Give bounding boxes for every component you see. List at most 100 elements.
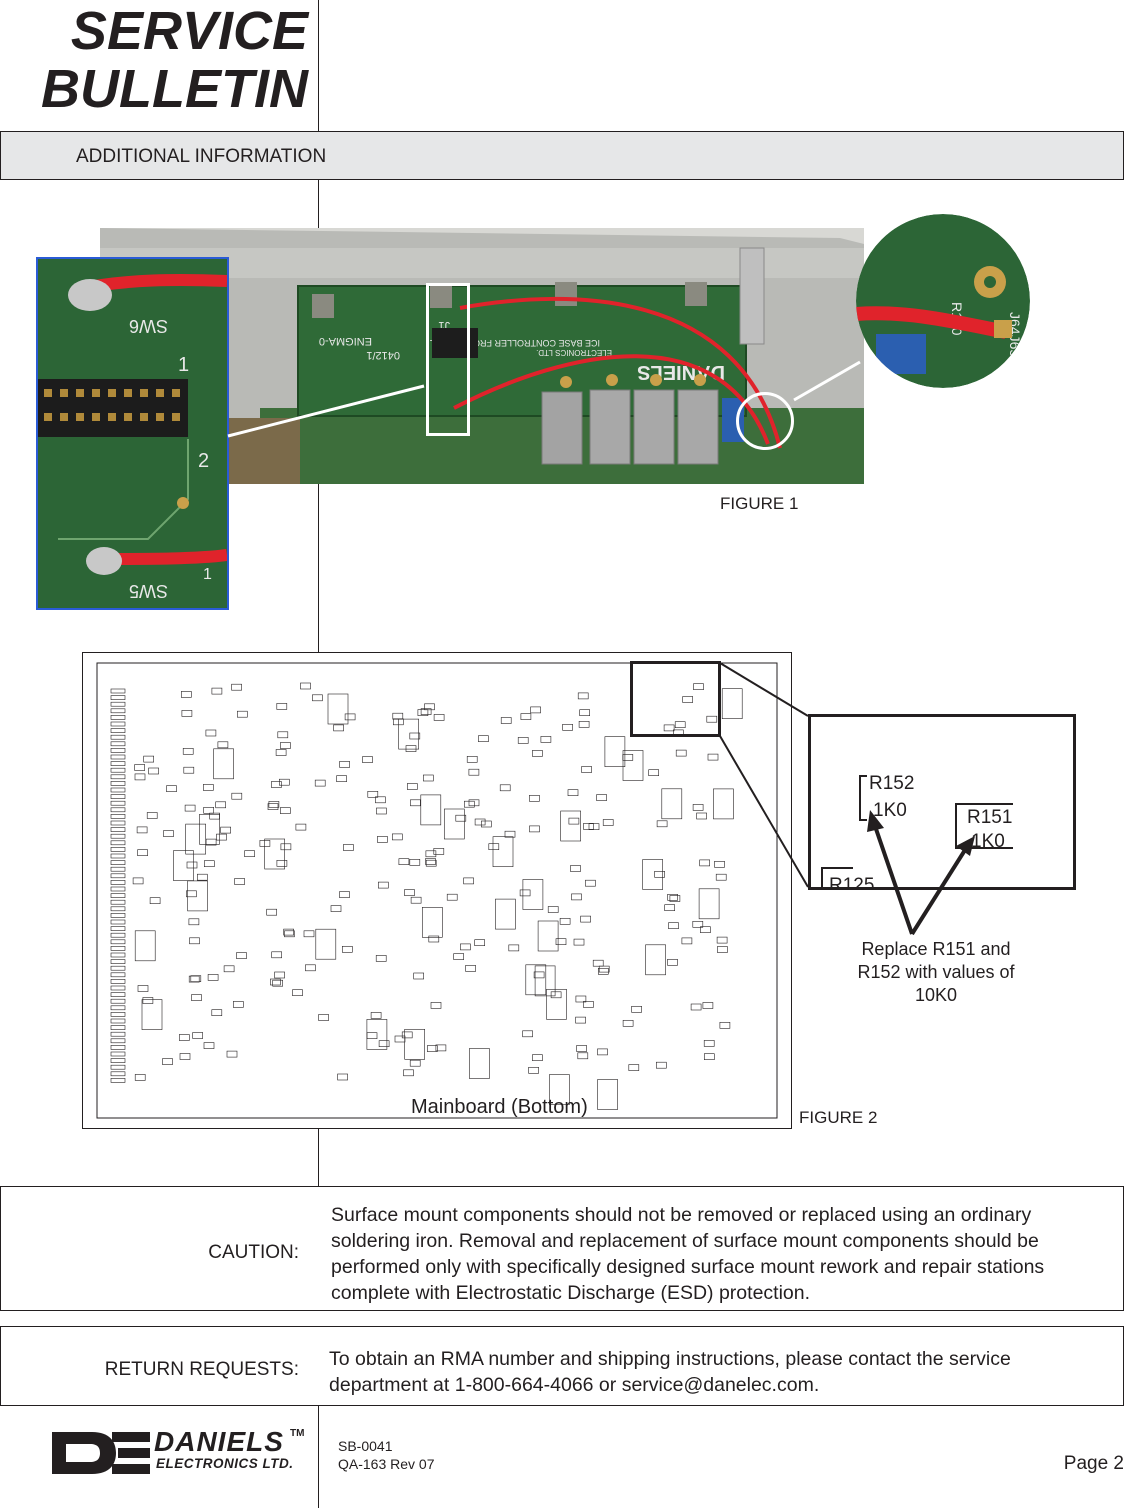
board-part — [425, 859, 437, 867]
board-pad — [110, 1045, 126, 1050]
board-part — [182, 748, 194, 755]
inset-text-pin1-top: 1 — [178, 354, 189, 376]
board-part — [699, 859, 711, 867]
board-ic — [398, 718, 420, 750]
arrowhead-r152 — [867, 810, 884, 832]
board-part — [134, 1074, 146, 1081]
board-ic — [187, 880, 208, 912]
board-part — [532, 1054, 543, 1062]
board-part — [465, 965, 476, 972]
board-pad — [110, 734, 126, 740]
board-pad — [110, 919, 126, 925]
board-part — [401, 1031, 413, 1039]
board-pad — [110, 972, 126, 978]
board-pad — [110, 952, 126, 958]
inset-text-pin1-bottom: 1 — [203, 566, 212, 583]
board-part — [333, 724, 344, 732]
board-part — [267, 803, 279, 810]
board-part — [280, 843, 292, 851]
board-part — [446, 893, 458, 901]
board-pad — [110, 1005, 126, 1011]
board-part — [339, 761, 350, 768]
board-part — [690, 1003, 702, 1011]
board-part — [602, 819, 614, 826]
board-part — [570, 865, 581, 872]
board-part — [597, 967, 609, 975]
board-part — [163, 830, 174, 837]
board-part — [550, 991, 562, 999]
board-part — [622, 754, 634, 761]
board-ic — [713, 788, 734, 820]
board-part — [370, 1012, 382, 1019]
qa-number: QA-163 Rev 07 — [338, 1456, 435, 1472]
figure2-zoom-box: R152 1K0 R151 1K0 R125 — [808, 714, 1076, 890]
return-requests-label: RETURN REQUESTS: — [104, 1359, 299, 1380]
board-part — [583, 823, 594, 830]
board-pad — [110, 1012, 126, 1017]
board-part — [540, 736, 552, 743]
inset-text-sw5: SW5 — [129, 581, 168, 601]
zoom-connector-bottom — [719, 735, 809, 888]
board-pad — [110, 860, 126, 865]
board-part — [305, 964, 316, 972]
board-part — [188, 918, 200, 926]
arrowhead-r151 — [956, 836, 975, 856]
figure1-inset-left-photo: SW6 1 2 SW5 1 — [36, 257, 229, 610]
board-pad — [110, 807, 126, 813]
board-part — [217, 741, 229, 749]
board-pad — [110, 926, 126, 931]
board-part — [392, 718, 404, 726]
board-part — [132, 877, 144, 885]
title-line-1: SERVICE — [70, 1, 308, 61]
board-part — [314, 779, 326, 787]
board-part — [410, 799, 421, 807]
board-part — [622, 1019, 634, 1027]
board-part — [203, 1042, 215, 1049]
board-part — [207, 974, 219, 981]
board-part — [664, 904, 676, 911]
board-part — [717, 946, 728, 953]
board-part — [143, 755, 155, 763]
board-pad — [110, 893, 126, 898]
board-part — [480, 820, 492, 828]
board-part — [455, 814, 467, 822]
board-part — [460, 943, 471, 951]
board-part — [233, 1001, 244, 1008]
board-part — [295, 823, 307, 831]
r152-value-label: 1K0 — [873, 800, 907, 821]
figure2-label: FIGURE 2 — [799, 1108, 878, 1127]
board-text-electronics: ELECTRONICS LTD. — [536, 348, 612, 357]
board-part — [577, 692, 589, 700]
board-part — [655, 1061, 667, 1069]
board-part — [669, 895, 681, 902]
board-pad — [110, 866, 126, 872]
board-part — [205, 838, 217, 846]
board-part — [398, 858, 410, 865]
board-part — [330, 905, 342, 912]
board-part — [179, 1034, 190, 1041]
board-part — [682, 696, 694, 703]
board-part — [463, 877, 474, 885]
board-part — [693, 683, 704, 691]
board-ic — [213, 748, 234, 780]
board-ic — [420, 794, 442, 826]
board-part — [413, 972, 425, 980]
bulletin-title: SERVICE BULLETIN — [41, 2, 308, 118]
board-pad — [110, 873, 126, 879]
board-ic — [537, 920, 559, 952]
board-ic — [495, 898, 516, 930]
board-part — [547, 906, 559, 913]
board-part — [378, 1040, 390, 1048]
board-part — [134, 764, 146, 771]
board-part — [696, 812, 707, 820]
caution-text: Surface mount components should not be r… — [331, 1202, 1044, 1306]
board-part — [226, 1050, 238, 1058]
board-part — [234, 878, 245, 885]
board-part — [654, 871, 665, 878]
board-part — [211, 1009, 223, 1017]
board-part — [519, 889, 531, 897]
board-ic — [661, 788, 683, 820]
board-part — [300, 682, 311, 690]
